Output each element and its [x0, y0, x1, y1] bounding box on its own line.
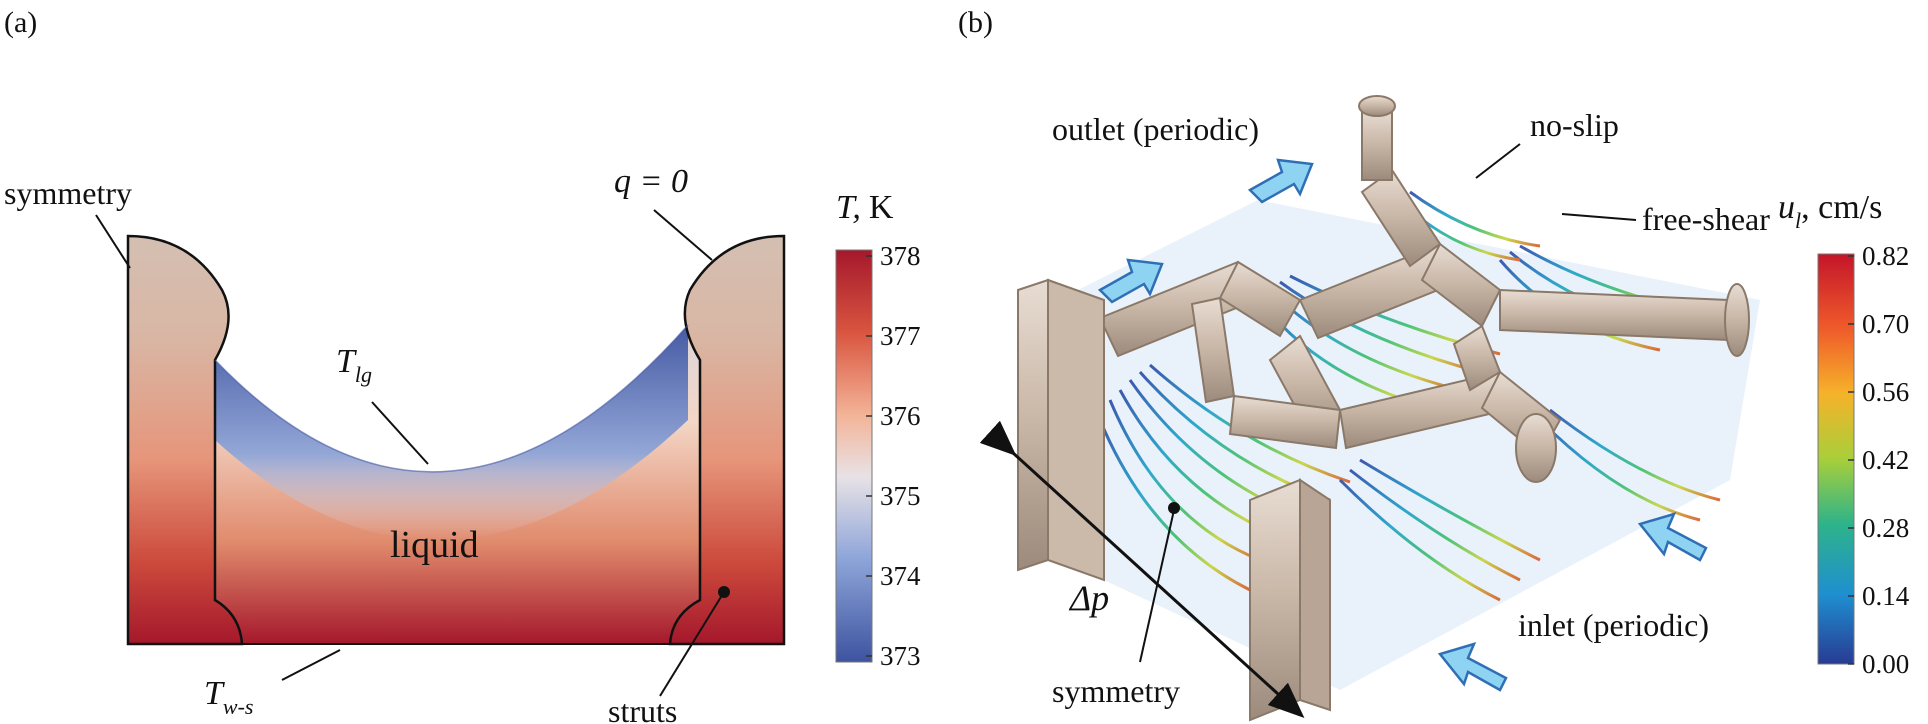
strut-end-cap-3: [1358, 95, 1396, 117]
strut-bar-7: [1361, 109, 1393, 181]
leader-free-shear: [1561, 213, 1637, 221]
leader-no-slip: [1475, 143, 1521, 179]
strut-bar-2: [1218, 260, 1302, 338]
leader-q-zero: [653, 209, 713, 261]
colorbar-T-ticks: 378 377 376 375 374 373: [866, 241, 921, 671]
symmetry-b-marker-dot: [1168, 502, 1180, 514]
side-plate-left-face: [1047, 278, 1105, 582]
strut-end-cap-1: [1515, 413, 1557, 483]
colorbar-u-tick-label: 0.14: [1862, 581, 1910, 611]
label-symmetry-b: symmetry: [1052, 673, 1180, 709]
right-strut: [668, 234, 786, 646]
label-symmetry-a: symmetry: [4, 175, 132, 211]
side-plate-front-face: [1299, 478, 1331, 712]
struts-marker-dot: [718, 586, 730, 598]
label-free-shear: free-shear: [1642, 201, 1770, 237]
side-plate-front: [1249, 478, 1301, 722]
label-liquid: liquid: [390, 524, 479, 566]
leader-T-lg: [371, 401, 429, 465]
colorbar-u-tick-label: 0.00: [1862, 649, 1909, 679]
colorbar-u-tick-label: 0.42: [1862, 445, 1909, 475]
colorbar-u-tick-label: 0.28: [1862, 513, 1909, 543]
gas-region: [128, 230, 784, 472]
label-q-zero: q = 0: [614, 163, 688, 200]
strut-bar-11: [1452, 324, 1502, 392]
colorbar-u-title: ul, cm/s: [1778, 189, 1882, 233]
colorbar-u-title-var: u: [1778, 189, 1795, 226]
label-T-lg-sub: lg: [355, 362, 372, 387]
colorbar-u-bar: [1817, 253, 1855, 665]
colorbar-velocity: ul, cm/s 0.82 0.70 0.56 0.42 0.28 0.14 0.00: [1778, 189, 1910, 679]
panel-a: (a) symmetry q = 0 Tlg liquid Tw: [4, 6, 921, 724]
label-T-lg-main: T: [336, 343, 357, 380]
colorbar-u-ticks: 0.82 0.70 0.56 0.42 0.28 0.14 0.00: [1848, 241, 1910, 679]
outlet-arrow-1: [1247, 158, 1314, 204]
leader-symmetry-b: [1139, 509, 1175, 663]
leader-symmetry-a: [95, 214, 131, 269]
colorbar-T-tick-label: 378: [880, 241, 921, 271]
colorbar-T-tick-label: 377: [880, 321, 921, 351]
colorbar-u-title-unit: , cm/s: [1801, 189, 1882, 226]
colorbar-u-tick-label: 0.70: [1862, 309, 1909, 339]
strut-end-cap-2: [1724, 283, 1750, 357]
colorbar-T-tick-label: 376: [880, 401, 921, 431]
label-inlet: inlet (periodic): [1518, 607, 1709, 643]
label-delta-p: Δp: [1068, 578, 1109, 618]
label-T-lg: Tlg: [336, 343, 372, 387]
colorbar-T-title-var: T,: [836, 189, 861, 226]
colorbar-T-tick-label: 373: [880, 641, 921, 671]
strut-bar-5: [1499, 288, 1729, 342]
label-T-ws: Tw-s: [204, 675, 253, 719]
meniscus-cold-band: [215, 325, 688, 541]
panel-a-tag: (a): [4, 6, 37, 39]
strut-bar-13: [1190, 296, 1236, 404]
label-T-ws-sub: w-s: [223, 694, 254, 719]
label-outlet: outlet (periodic): [1052, 111, 1259, 147]
label-no-slip: no-slip: [1530, 107, 1619, 143]
side-plate-left: [1017, 278, 1049, 572]
label-struts: struts: [608, 693, 677, 724]
meniscus-line: [214, 324, 689, 473]
outlet-arrow-2: [1097, 258, 1164, 304]
colorbar-T-title: T,K: [836, 189, 894, 226]
panel-b-tag: (b): [958, 6, 993, 39]
colorbar-T-bar: [835, 249, 873, 663]
leader-T-ws: [281, 649, 341, 681]
panel-b: (b): [958, 6, 1910, 722]
colorbar-u-tick-label: 0.82: [1862, 241, 1909, 271]
inlet-arrow-2: [1437, 642, 1508, 692]
colorbar-T-tick-label: 374: [880, 561, 921, 591]
strut-bar-6: [1360, 168, 1442, 268]
left-strut: [126, 234, 244, 646]
flow-arrows: [1097, 158, 1708, 692]
leader-struts: [659, 591, 725, 697]
colorbar-temperature: T,K 378 377 376 375 374 373: [835, 189, 921, 671]
colorbar-u-title-sub: l: [1795, 208, 1801, 233]
inlet-arrow-1: [1637, 512, 1708, 562]
colorbar-u-tick-label: 0.56: [1862, 377, 1909, 407]
colorbar-T-title-unit: K: [869, 189, 894, 226]
delta-p-arrow: [979, 420, 1305, 719]
label-T-ws-main: T: [204, 675, 225, 712]
colorbar-T-tick-label: 375: [880, 481, 921, 511]
